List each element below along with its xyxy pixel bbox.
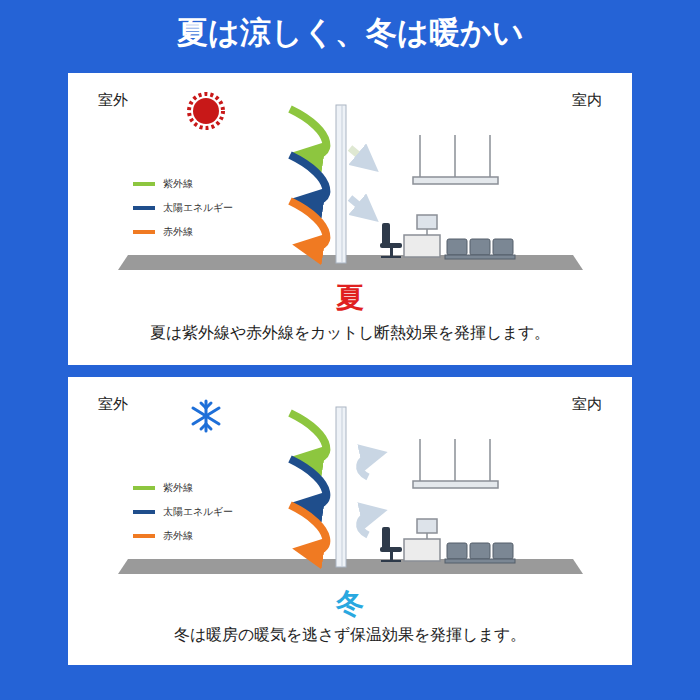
outdoor-label: 室外 bbox=[98, 395, 128, 414]
legend-swatch bbox=[133, 486, 155, 490]
legend-text: 赤外線 bbox=[163, 529, 193, 543]
legend-swatch bbox=[133, 230, 155, 234]
season-mark: 夏 bbox=[336, 279, 364, 317]
legend-swatch bbox=[133, 510, 155, 514]
legend-text: 赤外線 bbox=[163, 225, 193, 239]
legend-row: 赤外線 bbox=[133, 225, 193, 239]
legend-row: 紫外線 bbox=[133, 177, 193, 191]
legend-row: 太陽エネルギー bbox=[133, 505, 233, 519]
legend-row: 赤外線 bbox=[133, 529, 193, 543]
caption-text: 冬は暖房の暖気を逃さず保温効果を発揮します。 bbox=[174, 625, 526, 646]
legend-row: 紫外線 bbox=[133, 481, 193, 495]
winter-illustration bbox=[68, 377, 632, 665]
legend-swatch bbox=[133, 182, 155, 186]
legend-text: 紫外線 bbox=[163, 481, 193, 495]
season-mark: 冬 bbox=[336, 585, 364, 623]
page-title: 夏は涼しく、冬は暖かい bbox=[0, 12, 700, 54]
season-panel: 室外 室内冬冬は暖房の暖気を逃さず保温効果を発揮します。 紫外線太陽エネルギー赤外線 bbox=[68, 377, 632, 665]
legend-text: 太陽エネルギー bbox=[163, 505, 233, 519]
outdoor-label: 室外 bbox=[98, 91, 128, 110]
caption-text: 夏は紫外線や赤外線をカットし断熱効果を発揮します。 bbox=[150, 323, 550, 344]
legend-swatch bbox=[133, 534, 155, 538]
legend-row: 太陽エネルギー bbox=[133, 201, 233, 215]
legend-swatch bbox=[133, 206, 155, 210]
season-panel: 室外 室内夏夏は紫外線や赤外線をカットし断熱効果を発揮します。 紫外線太陽エネルギー… bbox=[68, 73, 632, 365]
indoor-label: 室内 bbox=[572, 395, 602, 414]
indoor-label: 室内 bbox=[572, 91, 602, 110]
summer-illustration bbox=[68, 73, 632, 365]
legend-text: 紫外線 bbox=[163, 177, 193, 191]
legend-text: 太陽エネルギー bbox=[163, 201, 233, 215]
